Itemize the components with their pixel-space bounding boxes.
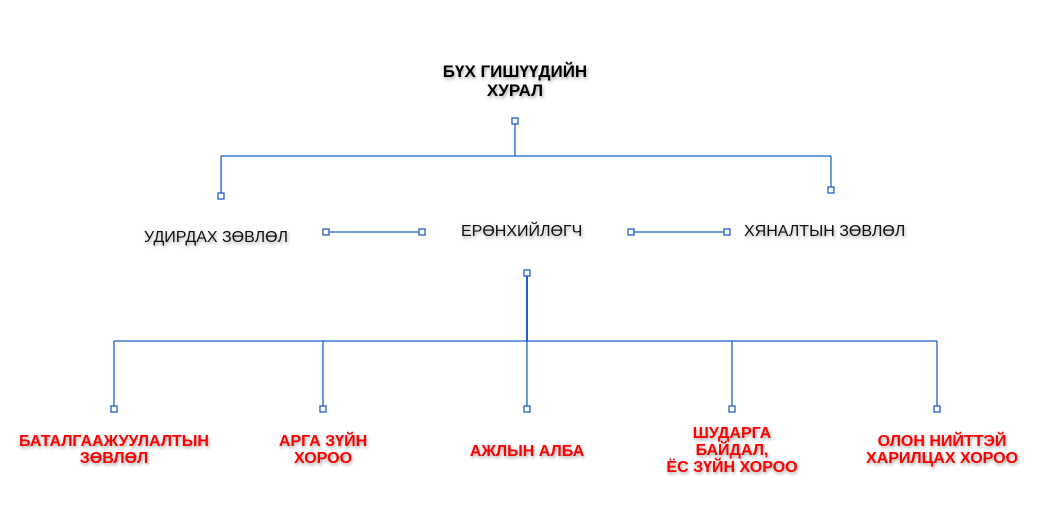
node-line: БАТАЛГААЖУУЛАЛТЫН [19,433,209,450]
node-line: ХОРОО [293,450,353,467]
node-supervisory-board: ХЯНАЛТЫН ЗӨВЛӨЛ [744,223,906,240]
handle-square [827,186,835,194]
node-president: ЕРӨНХИЙЛӨГЧ [461,223,583,240]
node-line: АРГА ЗҮЙН [278,433,368,450]
handle-square [728,405,736,413]
handle-square [217,192,225,200]
handle-square [511,117,519,125]
node-line: БАЙДАЛ, [695,442,769,459]
handle-square [723,228,731,236]
node-line: ЗӨВЛӨЛ [79,450,149,467]
node-board-of-directors: УДИРДАХ ЗӨВЛӨЛ [144,229,289,246]
node-verification-council: БАТАЛГААЖУУЛАЛТЫН ЗӨВЛӨЛ [19,433,209,467]
handle-square [523,269,531,277]
node-line: АЖЛЫН АЛБА [469,443,585,460]
node-line: ЁС ЗҮЙН ХОРОО [666,459,798,476]
handle-square [933,405,941,413]
node-secretariat: АЖЛЫН АЛБА [470,443,584,460]
node-line: ХАРИЛЦАХ ХОРОО [865,450,1019,467]
node-line: БҮХ ГИШҮҮДИЙН [442,62,588,81]
handle-square [110,405,118,413]
handle-square [322,228,330,236]
node-line: ХУРАЛ [486,81,544,100]
node-methodology-committee: АРГА ЗҮЙН ХОРОО [279,433,367,467]
node-line: ШУДАРГА [692,425,772,442]
handle-square [627,228,635,236]
node-general-assembly: БҮХ ГИШҮҮДИЙН ХУРАЛ [415,62,615,100]
handle-square [418,228,426,236]
handle-square [319,405,327,413]
handle-square [523,405,531,413]
node-line: ОЛОН НИЙТТЭЙ [877,433,1007,450]
node-public-relations-committee: ОЛОН НИЙТТЭЙ ХАРИЛЦАХ ХОРОО [866,433,1018,467]
node-ethics-committee: ШУДАРГА БАЙДАЛ, ЁС ЗҮЙН ХОРОО [666,425,797,476]
